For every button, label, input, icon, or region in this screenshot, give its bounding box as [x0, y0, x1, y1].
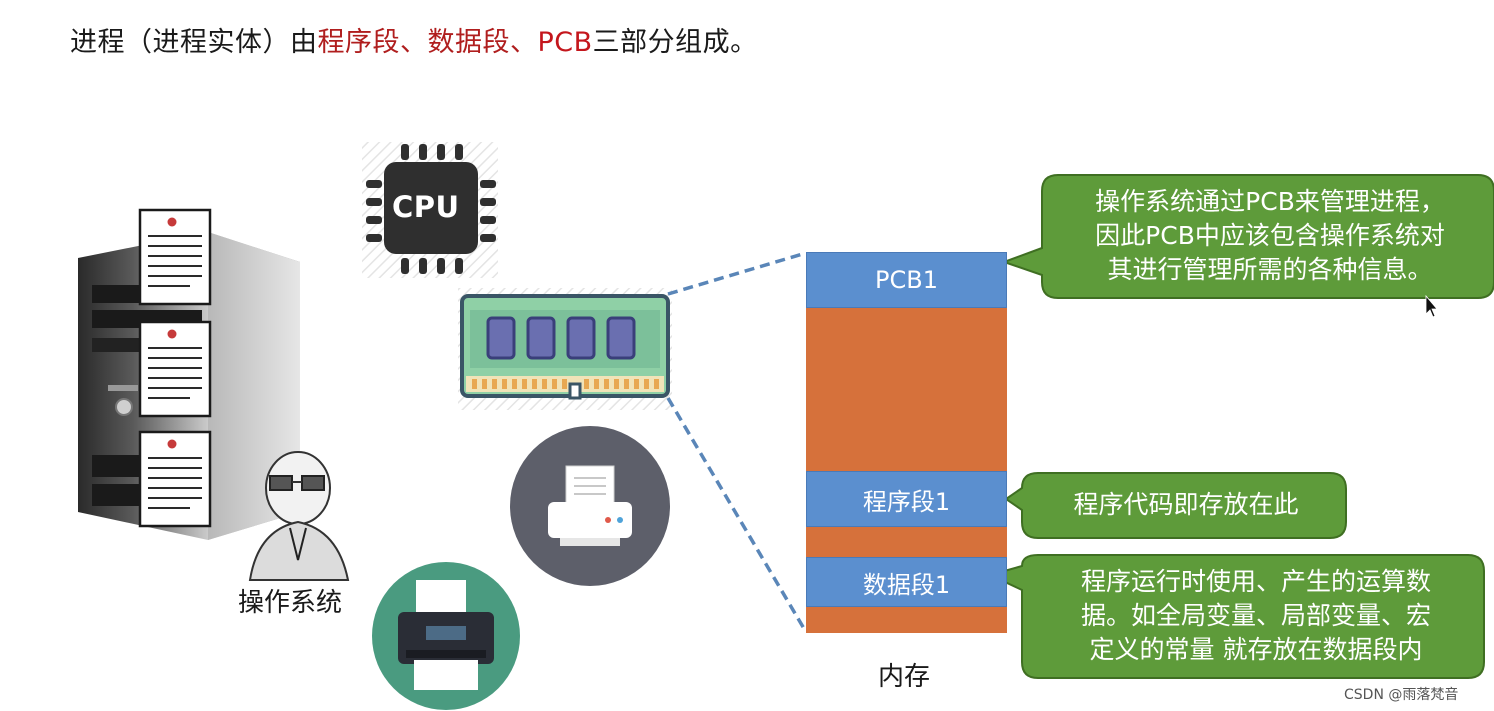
document-icon — [138, 208, 212, 528]
title-data-segment: 数据段 — [427, 27, 510, 58]
callout-line: 操作系统通过PCB来管理进程， — [1095, 187, 1445, 216]
callout-bubble-pcb — [1001, 174, 1494, 299]
callout-program-text: 程序代码即存放在此 — [1036, 488, 1336, 522]
callout-line: 其进行管理所需的各种信息。 — [1107, 255, 1433, 284]
cpu-icon — [362, 142, 498, 278]
printer-icon — [510, 426, 670, 586]
memory-segment-free — [806, 308, 1007, 471]
callout-line: 程序运行时使用、产生的运算数 — [1080, 567, 1431, 596]
os-label: 操作系统 — [238, 588, 343, 618]
memory-label: 内存 — [878, 662, 931, 692]
watermark: CSDN @雨落梵音 — [1344, 687, 1459, 703]
page-title: 进程（进程实体）由程序段、数据段、PCB三部分组成。 — [70, 20, 758, 59]
title-separator: 、 — [400, 27, 428, 58]
callout-data-text: 程序运行时使用、产生的运算数 据。如全局变量、局部变量、宏 定义的常量 就存放在… — [1036, 565, 1476, 667]
cursor-icon — [1425, 294, 1438, 318]
printer-icon — [372, 562, 520, 710]
title-program-segment: 程序段 — [317, 27, 400, 58]
memory-segment-program1: 程序段1 — [806, 471, 1007, 527]
memory-segment-pcb1: PCB1 — [806, 252, 1007, 308]
title-suffix: 三部分组成。 — [592, 27, 758, 58]
title-prefix: 进程（进程实体）由 — [70, 27, 318, 58]
title-pcb: PCB — [537, 27, 593, 58]
user-figure-icon — [248, 451, 350, 581]
memory-connector-lines — [666, 251, 808, 633]
callout-line: 定义的常量 就存放在数据段内 — [1089, 635, 1423, 664]
callout-pcb-text: 操作系统通过PCB来管理进程， 因此PCB中应该包含操作系统对 其进行管理所需的… — [1060, 185, 1480, 287]
callout-line: 因此PCB中应该包含操作系统对 — [1095, 221, 1445, 250]
memory-module-icon — [458, 288, 672, 410]
title-separator: 、 — [510, 27, 538, 58]
callout-line: 程序代码即存放在此 — [1073, 490, 1299, 519]
callout-bubble-data — [987, 554, 1485, 679]
memory-segment-data1: 数据段1 — [806, 557, 1007, 607]
callout-bubble-program — [1004, 472, 1347, 539]
callout-line: 据。如全局变量、局部变量、宏 — [1080, 601, 1431, 630]
memory-segment-free — [806, 607, 1007, 633]
cpu-label: CPU — [392, 190, 460, 224]
memory-segment-free — [806, 527, 1007, 557]
